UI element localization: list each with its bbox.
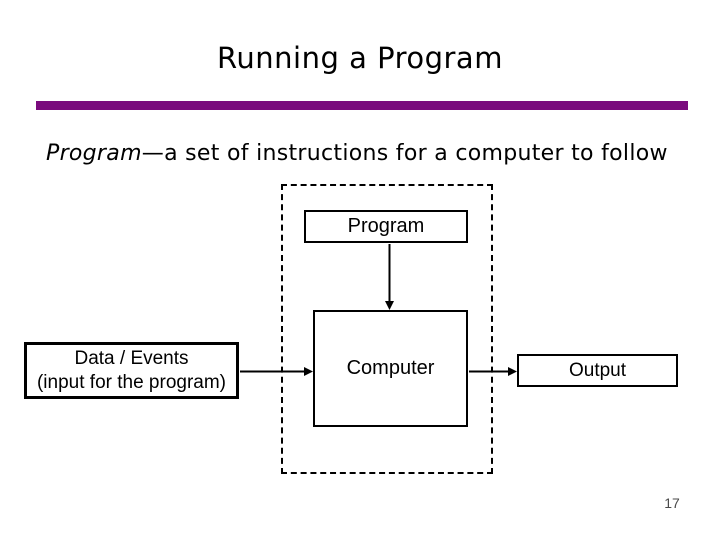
output-box-label: Output bbox=[568, 359, 627, 381]
dashed-system-boundary bbox=[281, 184, 493, 474]
subtitle-rest: —a set of instructions for a computer to… bbox=[141, 141, 668, 166]
program-box-label: Program bbox=[347, 215, 425, 237]
title-divider-bar bbox=[36, 101, 688, 110]
subtitle-term: Program bbox=[46, 141, 142, 166]
page-title: Running a Program bbox=[217, 41, 503, 75]
slide-page-number: 17 bbox=[664, 495, 680, 511]
input-box-line2: (input for the program) bbox=[36, 371, 227, 393]
computer-box: Computer bbox=[313, 310, 468, 427]
input-box-line1: Data / Events bbox=[74, 347, 189, 369]
input-box: Data / Events (input for the program) bbox=[24, 342, 239, 399]
subtitle: Program—a set of instructions for a comp… bbox=[46, 141, 706, 166]
program-box: Program bbox=[304, 210, 468, 243]
computer-box-label: Computer bbox=[346, 357, 435, 379]
output-box: Output bbox=[517, 354, 678, 387]
